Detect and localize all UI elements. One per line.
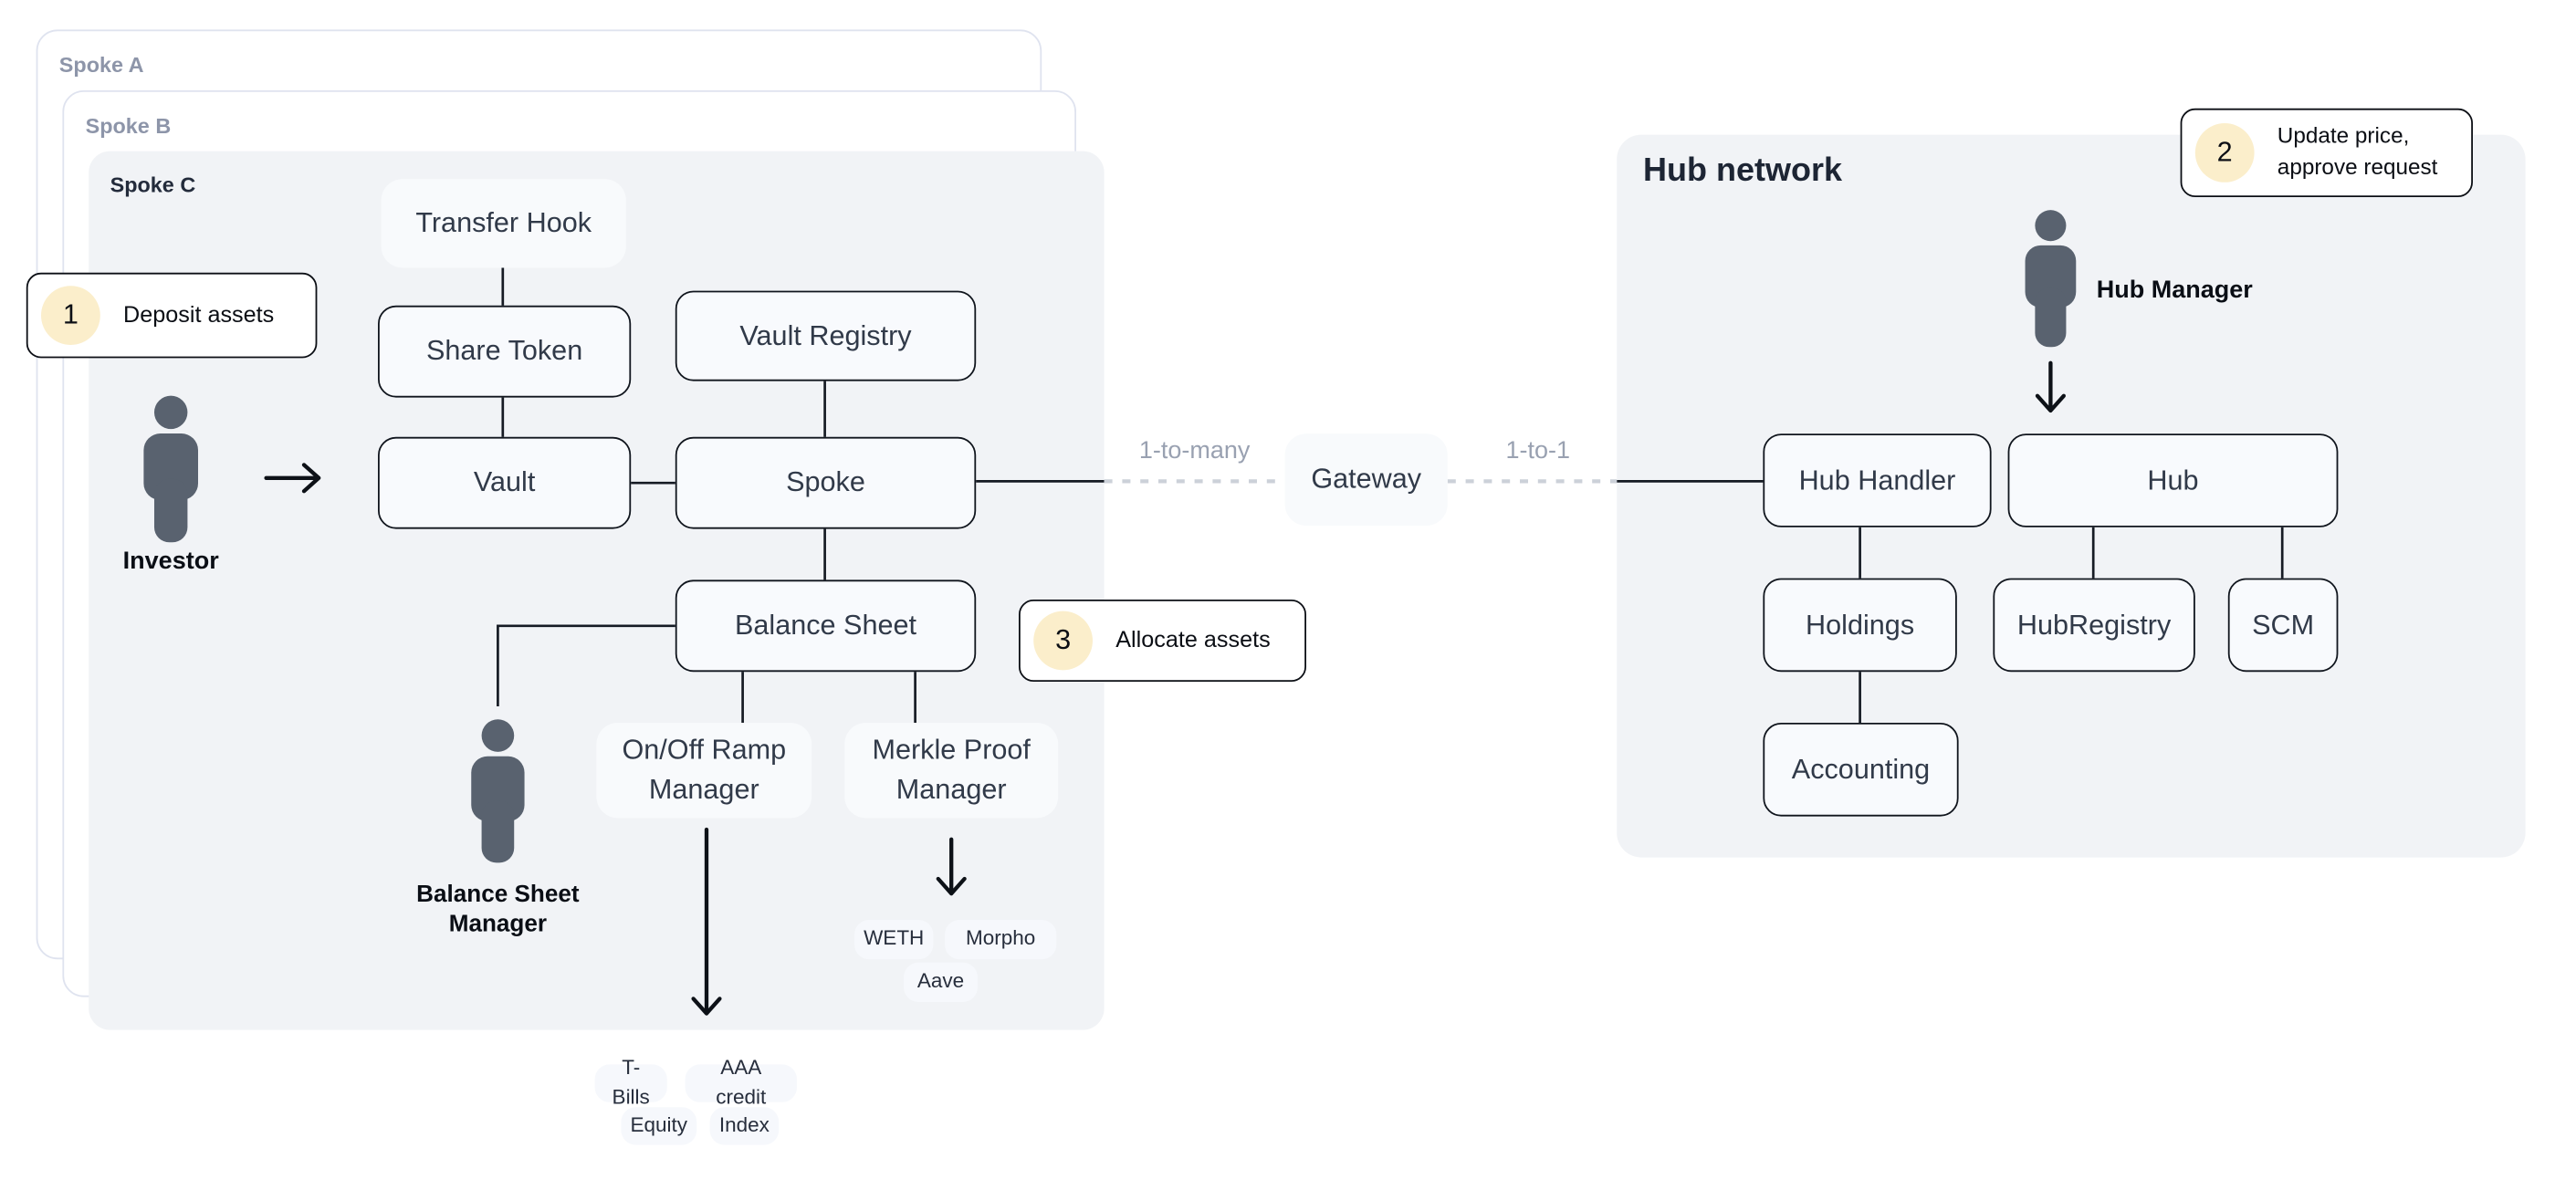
node-transfer-hook: Transfer Hook	[381, 179, 626, 268]
hub-network-title: Hub network	[1643, 152, 1843, 189]
node-hub: Hub	[2007, 433, 2339, 527]
node-hub-registry: HubRegistry	[1993, 578, 2195, 673]
chip-index: Index	[709, 1107, 780, 1145]
node-vault: Vault	[378, 436, 632, 529]
balance-sheet-manager-label: Balance Sheet Manager	[416, 882, 580, 939]
balance-sheet-manager-icon	[471, 719, 525, 863]
investor-icon	[143, 395, 199, 543]
node-merkle-proof-manager: Merkle Proof Manager	[844, 723, 1059, 819]
node-onoff-ramp-manager: On/Off Ramp Manager	[596, 723, 812, 819]
step-badge-3: 3	[1033, 611, 1093, 671]
chip-equity: Equity	[621, 1107, 697, 1145]
spoke-c-label: Spoke C	[110, 172, 196, 197]
node-scm: SCM	[2227, 578, 2339, 673]
onoff-ramp-arrow	[691, 827, 722, 1016]
node-holdings: Holdings	[1763, 578, 1957, 673]
investor-arrow	[264, 463, 321, 494]
plain-connectors	[497, 267, 2284, 723]
chip-weth: WETH	[854, 920, 934, 960]
callout-1-text: Deposit assets	[123, 300, 275, 328]
spoke-b-label: Spoke B	[85, 113, 172, 139]
link-label-1-to-1: 1-to-1	[1505, 436, 1571, 465]
node-spoke: Spoke	[675, 436, 977, 529]
step-badge-2: 2	[2194, 123, 2255, 183]
hub-manager-icon	[2025, 210, 2077, 348]
chip-morpho: Morpho	[945, 920, 1057, 960]
node-accounting: Accounting	[1763, 723, 1959, 817]
node-share-token: Share Token	[378, 305, 632, 398]
chip-aave: Aave	[904, 962, 978, 1002]
merkle-proof-arrow	[936, 837, 967, 896]
node-gateway: Gateway	[1284, 433, 1448, 526]
callout-allocate-assets: 3 Allocate assets	[1019, 600, 1306, 682]
spoke-a-label: Spoke A	[58, 52, 144, 78]
hub-manager-arrow	[2035, 360, 2066, 413]
node-hub-handler: Hub Handler	[1763, 433, 1992, 527]
link-label-1-to-many: 1-to-many	[1138, 436, 1251, 465]
step-badge-1: 1	[41, 286, 100, 345]
hub-manager-label: Hub Manager	[2096, 276, 2253, 304]
callout-deposit-assets: 1 Deposit assets	[26, 272, 318, 359]
node-vault-registry: Vault Registry	[675, 290, 977, 381]
chip-t-bills: T-Bills	[594, 1056, 667, 1108]
chip-aaa-credit: AAA credit	[685, 1056, 797, 1108]
investor-label: Investor	[122, 547, 219, 575]
callout-3-text: Allocate assets	[1115, 626, 1271, 652]
node-balance-sheet: Balance Sheet	[675, 579, 977, 673]
callout-update-price: 2 Update price, approve request	[2180, 108, 2473, 197]
callout-2-text: Update price, approve request	[2277, 123, 2438, 180]
